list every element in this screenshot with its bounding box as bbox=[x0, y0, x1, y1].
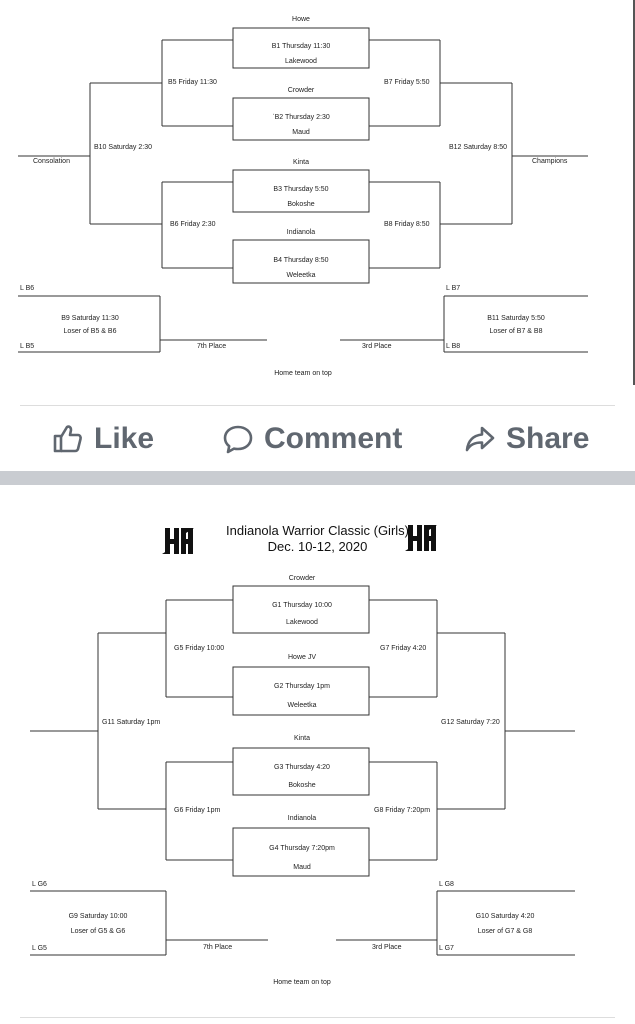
game-g7: G7 Friday 4:20 bbox=[380, 645, 427, 652]
tournament-title: Indianola Warrior Classic (Girls) bbox=[226, 523, 409, 538]
box-g4 bbox=[232, 827, 370, 877]
boys-bracket-lines bbox=[18, 27, 588, 353]
speech-bubble-icon bbox=[223, 425, 253, 454]
game-g10-sub: Loser of G7 & G8 bbox=[477, 928, 533, 935]
warrior-logo-right-icon bbox=[405, 525, 437, 551]
third-place-label: 3rd Place bbox=[362, 343, 392, 350]
loser-b7-label: L B7 bbox=[446, 285, 461, 292]
game-b12: B12 Saturday 8:50 bbox=[449, 144, 507, 151]
team-bokoshe: Bokoshe bbox=[287, 201, 315, 208]
champions-label: Champions bbox=[532, 158, 568, 165]
like-label: Like bbox=[94, 422, 155, 455]
team-weleetka: Weleetka bbox=[287, 702, 317, 709]
seventh-place-label: 7th Place bbox=[197, 343, 227, 350]
thumbs-up-icon bbox=[53, 425, 82, 453]
box-b4 bbox=[232, 239, 370, 284]
box-g1 bbox=[232, 585, 370, 634]
game-g2: G2 Thursday 1pm bbox=[274, 683, 330, 690]
loser-g7-label: L G7 bbox=[439, 945, 454, 952]
game-g3: G3 Thursday 4:20 bbox=[274, 764, 330, 771]
team-indianola: Indianola bbox=[287, 815, 317, 822]
post-action-bar: Like Comment Share bbox=[0, 405, 635, 471]
game-b5: B5 Friday 11:30 bbox=[168, 79, 217, 86]
team-kinta: Kinta bbox=[294, 735, 310, 742]
seventh-place-label: 7th Place bbox=[203, 944, 233, 951]
game-b7: B7 Friday 5:50 bbox=[384, 79, 430, 86]
comment-label: Comment bbox=[264, 422, 403, 455]
third-place-label: 3rd Place bbox=[372, 944, 402, 951]
team-lakewood: Lakewood bbox=[285, 58, 317, 65]
game-g8: G8 Friday 7:20pm bbox=[374, 807, 431, 814]
box-b3 bbox=[232, 169, 370, 213]
team-crowder: Crowder bbox=[287, 87, 315, 94]
team-howe: Howe bbox=[292, 16, 310, 23]
girls-bracket-image[interactable]: Indianola Warrior Classic (Girls) Dec. 1… bbox=[0, 485, 635, 1024]
game-g9-sub: Loser of G5 & G6 bbox=[70, 928, 126, 935]
share-label: Share bbox=[506, 422, 590, 455]
girls-bracket-lines bbox=[30, 585, 575, 956]
loser-b6-label: L B6 bbox=[20, 285, 35, 292]
game-g10: G10 Saturday 4:20 bbox=[475, 913, 535, 920]
game-b8: B8 Friday 8:50 bbox=[384, 221, 430, 228]
game-g4: G4 Thursday 7:20pm bbox=[269, 845, 335, 852]
team-maud: Maud bbox=[292, 129, 310, 136]
game-b9: B9 Saturday 11:30 bbox=[61, 315, 119, 322]
team-bokoshe: Bokoshe bbox=[288, 782, 316, 789]
game-b11: B11 Saturday 5:50 bbox=[487, 315, 545, 322]
game-g9: G9 Saturday 10:00 bbox=[68, 913, 128, 920]
game-b9-sub: Loser of B5 & B6 bbox=[63, 328, 117, 335]
game-b10: B10 Saturday 2:30 bbox=[94, 144, 152, 151]
team-maud: Maud bbox=[293, 864, 311, 871]
game-b6: B6 Friday 2:30 bbox=[170, 221, 216, 228]
box-g3 bbox=[232, 747, 370, 796]
consolation-label: Consolation bbox=[33, 158, 70, 165]
home-team-note: Home team on top bbox=[274, 370, 332, 377]
box-b1 bbox=[232, 27, 370, 69]
game-g6: G6 Friday 1pm bbox=[174, 807, 221, 814]
game-g11: G11 Saturday 1pm bbox=[102, 719, 161, 726]
team-lakewood: Lakewood bbox=[286, 619, 318, 626]
bottom-divider bbox=[20, 1017, 615, 1018]
action-bar-divider bbox=[20, 405, 615, 406]
team-crowder: Crowder bbox=[288, 575, 316, 582]
loser-g5-label: L G5 bbox=[32, 945, 47, 952]
post-separator bbox=[0, 471, 635, 485]
team-weleetka: Weleetka bbox=[286, 272, 316, 279]
loser-g6-label: L G6 bbox=[32, 881, 47, 888]
box-b2 bbox=[232, 97, 370, 141]
scan-edge-line bbox=[633, 0, 635, 385]
game-b11-sub: Loser of B7 & B8 bbox=[489, 328, 543, 335]
loser-b8-label: L B8 bbox=[446, 343, 461, 350]
loser-g8-label: L G8 bbox=[439, 881, 454, 888]
comment-button[interactable]: Comment bbox=[222, 421, 402, 457]
game-g5: G5 Friday 10:00 bbox=[174, 645, 225, 652]
game-g1: G1 Thursday 10:00 bbox=[272, 602, 332, 609]
game-b4: B4 Thursday 8:50 bbox=[273, 257, 329, 264]
game-b2: ˈB2 Thursday 2:30 bbox=[272, 114, 330, 121]
share-button[interactable]: Share bbox=[464, 421, 589, 457]
game-g12: G12 Saturday 7:20 bbox=[441, 719, 500, 726]
game-b1: B1 Thursday 11:30 bbox=[271, 43, 331, 50]
team-indianola: Indianola bbox=[286, 229, 316, 236]
boys-bracket-image[interactable]: Howe B1 Thursday 11:30 Lakewood Crowder … bbox=[0, 0, 635, 405]
loser-b5-label: L B5 bbox=[20, 343, 35, 350]
home-team-note: Home team on top bbox=[273, 979, 331, 986]
game-b3: B3 Thursday 5:50 bbox=[273, 186, 329, 193]
team-howe-jv: Howe JV bbox=[287, 654, 317, 661]
team-kinta: Kinta bbox=[293, 159, 309, 166]
like-button[interactable]: Like bbox=[52, 421, 154, 457]
box-g2 bbox=[232, 666, 370, 716]
share-arrow-icon bbox=[465, 426, 495, 452]
warrior-logo-left-icon bbox=[162, 528, 194, 554]
tournament-dates: Dec. 10-12, 2020 bbox=[267, 539, 368, 554]
